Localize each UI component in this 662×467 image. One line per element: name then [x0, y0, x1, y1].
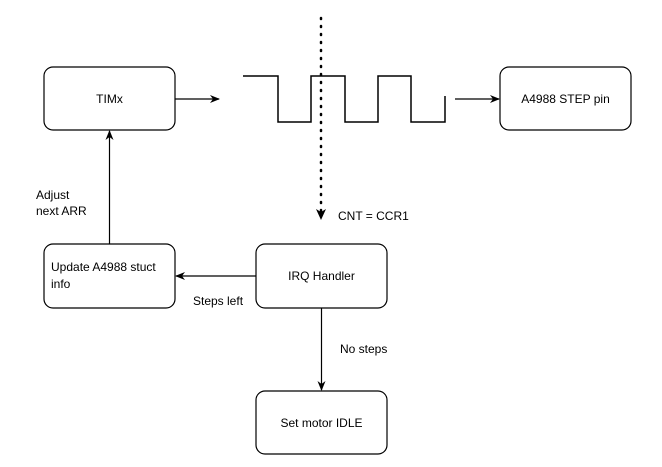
- node-irq-handler: IRQ Handler: [255, 243, 388, 309]
- update-info-box: [43, 243, 176, 309]
- set-idle-label: Set motor IDLE: [280, 416, 362, 430]
- a4988-step-box: [499, 66, 632, 131]
- cnt-ccr1-label: CNT = CCR1: [338, 209, 409, 223]
- node-update-info: Update A4988 stuct info: [43, 243, 176, 309]
- dotted-trigger-arrowhead: [316, 209, 326, 220]
- timx-label: TIMx: [96, 92, 123, 106]
- a4988-step-label: A4988 STEP pin: [521, 92, 610, 106]
- irq-handler-label: IRQ Handler: [288, 269, 355, 283]
- node-timx: TIMx: [43, 66, 176, 131]
- set-idle-box: [255, 390, 388, 455]
- node-set-motor-idle: Set motor IDLE: [255, 390, 388, 455]
- update-info-label-line1: Update A4988 stuct: [51, 260, 156, 274]
- no-steps-label: No steps: [340, 342, 387, 356]
- square-wave-signal: [243, 75, 446, 123]
- adjust-label-line2: next ARR: [36, 204, 87, 218]
- adjust-label-line1: Adjust: [36, 188, 70, 202]
- node-a4988-step-pin: A4988 STEP pin: [499, 66, 632, 131]
- update-info-label-line2: info: [51, 277, 71, 291]
- steps-left-label: Steps left: [193, 294, 244, 308]
